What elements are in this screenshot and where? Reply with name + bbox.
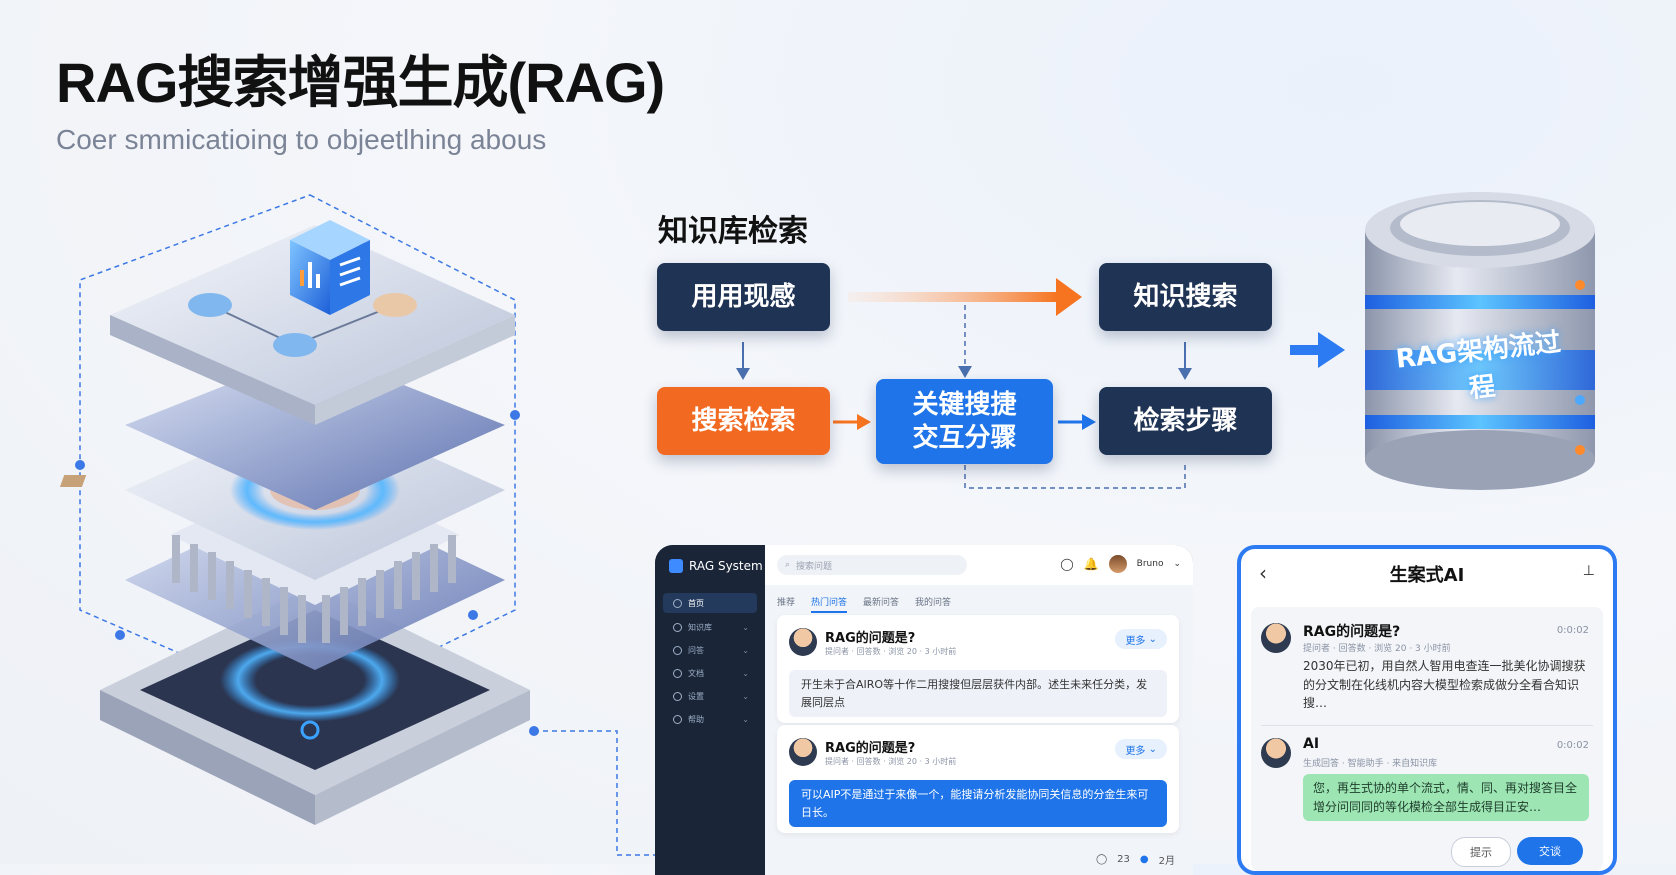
user-name: Bruno <box>1136 559 1164 569</box>
chevron-down-icon: ⌄ <box>742 622 749 632</box>
more-button[interactable]: 更多 ⌄ <box>1115 629 1167 649</box>
flow-box-keyword-line2: 交互分骤 <box>912 422 1017 453</box>
app-main: ⌕ 搜索问题 ◯ 🔔 Bruno ⌄ 推荐 热门问答 最新问答 我的问答 RAG… <box>765 545 1193 875</box>
like-icon[interactable]: ● <box>1139 854 1149 865</box>
message-meta: 生成回答 · 智能助手 · 来自知识库 <box>1303 759 1438 769</box>
search-icon: ⌕ <box>785 560 791 570</box>
search-placeholder: 搜索问题 <box>796 561 833 572</box>
flow-box-keyword-line1: 关键搜捷 <box>912 390 1017 420</box>
flow-title: 知识库检索 <box>658 214 808 249</box>
back-icon[interactable]: ‹ <box>1259 561 1267 585</box>
question-card[interactable]: RAG的问题是? 提问者 · 回答数 · 浏览 20 · 3 小时前 更多 ⌄ … <box>777 615 1179 723</box>
tab-popular[interactable]: 热门问答 <box>811 595 848 613</box>
mobile-title: 生案式AI <box>1389 565 1465 586</box>
question-card[interactable]: RAG的问题是? 提问者 · 回答数 · 浏览 20 · 3 小时前 更多 ⌄ … <box>777 725 1179 833</box>
chevron-down-icon: ⌄ <box>742 691 749 701</box>
avatar <box>789 628 817 656</box>
like-count: 2月 <box>1158 856 1175 867</box>
sidebar-item-home[interactable]: 首页 <box>663 593 757 613</box>
message-time: 0:0:02 <box>1556 740 1589 751</box>
page-subtitle: Coer smmicatioing to objeetlhing abous <box>56 124 547 155</box>
answer-text: 开生未于合AIRO等十作二用搜搜但层层获件内部。述生未来任分类，发展同层点 <box>789 670 1167 718</box>
avatar <box>789 738 817 766</box>
question-header: RAG的问题是? 提问者 · 回答数 · 浏览 20 · 3 小时前 <box>789 737 956 767</box>
message-time: 0:0:02 <box>1556 625 1589 636</box>
sidebar-item-label: 帮助 <box>688 714 704 724</box>
sidebar-item-settings[interactable]: 设置 ⌄ <box>663 686 757 706</box>
more-button[interactable]: 更多 ⌄ <box>1115 739 1167 759</box>
app-logo: RAG Sy‍stem <box>669 559 763 573</box>
sidebar-item-label: 知识库 <box>688 622 712 632</box>
bell-icon[interactable]: 🔔 <box>1083 557 1099 571</box>
app-logo-text: RAG Sy‍stem <box>689 559 763 573</box>
message-text-highlighted: 您，再生式协的单个流式，情、同、再对搜答目全增分问同同的等化模检全部生成得目正安… <box>1303 774 1589 822</box>
question-meta: 提问者 · 回答数 · 浏览 20 · 3 小时前 <box>825 757 957 766</box>
question-meta: 提问者 · 回答数 · 浏览 20 · 3 小时前 <box>825 647 957 656</box>
chat-message: AI 生成回答 · 智能助手 · 来自知识库 0:0:02 您，再生式协的单个流… <box>1251 732 1603 832</box>
more-button-label: 更多 <box>1125 745 1146 757</box>
flow-box-user: 用用现感 <box>657 263 830 331</box>
message-sender: AI <box>1303 736 1320 752</box>
chevron-down-icon: ⌄ <box>742 668 749 678</box>
desktop-app-window: RAG Sy‍stem 首页 知识库 ⌄ 问答 ⌄ 文档 ⌄ 设置 ⌄ 帮助 <box>655 545 1193 875</box>
tab-mine[interactable]: 我的问答 <box>915 598 952 608</box>
more-button-label: 更多 <box>1125 635 1146 647</box>
sidebar-item-label: 问答 <box>688 645 704 655</box>
sidebar-item-knowledge[interactable]: 知识库 ⌄ <box>663 617 757 637</box>
document-icon <box>673 668 682 678</box>
sidebar-item-help[interactable]: 帮助 ⌄ <box>663 709 757 729</box>
flow-box-search-retrieve: 搜索检索 <box>657 387 830 455</box>
question-title: RAG的问题是? <box>825 631 916 646</box>
layer-stack-illustration <box>60 194 530 825</box>
sidebar-item-qa[interactable]: 问答 ⌄ <box>663 640 757 660</box>
question-header: RAG的问题是? 提问者 · 回答数 · 浏览 20 · 3 小时前 <box>789 627 956 657</box>
logo-icon <box>669 559 683 573</box>
chevron-down-icon: ⌄ <box>742 645 749 655</box>
page-title: RAG搜索增强生成(RAG) <box>56 51 665 114</box>
sidebar-item-label: 首页 <box>688 598 704 608</box>
flow-box-retrieval-steps: 检索步骤 <box>1099 387 1272 455</box>
chat-message: RAG的问题是? 提问者 · 回答数 · 浏览 20 · 3 小时前 0:0:0… <box>1251 617 1603 722</box>
card-footer: ◯ 23 ● 2月 <box>1096 852 1175 867</box>
sidebar-item-label: 设置 <box>688 691 704 701</box>
chevron-down-icon: ⌄ <box>742 714 749 724</box>
sidebar-item-docs[interactable]: 文档 ⌄ <box>663 663 757 683</box>
answer-text-highlighted: 可以AIP不是通过于来像一个，能搜请分析发能协同关信息的分金生来可日长。 <box>789 780 1167 828</box>
flow-box-keyword: 关键搜捷 交互分骤 <box>876 379 1053 464</box>
divider <box>1261 725 1593 726</box>
database-icon <box>1365 192 1595 490</box>
search-input[interactable]: ⌕ 搜索问题 <box>777 555 967 575</box>
help-icon <box>673 714 682 724</box>
app-sidebar: RAG Sy‍stem 首页 知识库 ⌄ 问答 ⌄ 文档 ⌄ 设置 ⌄ 帮助 <box>655 545 765 875</box>
sidebar-item-label: 文档 <box>688 668 704 678</box>
message-sender: RAG的问题是? <box>1303 624 1401 640</box>
share-icon[interactable]: ⊥ <box>1582 563 1595 579</box>
folder-icon <box>673 622 682 632</box>
chat-body: RAG的问题是? 提问者 · 回答数 · 浏览 20 · 3 小时前 0:0:0… <box>1251 607 1603 871</box>
chevron-down-icon[interactable]: ⌄ <box>1173 559 1181 569</box>
gear-icon <box>673 691 682 701</box>
mobile-header: 生案式AI <box>1241 549 1613 599</box>
avatar <box>1261 623 1291 653</box>
hint-button[interactable]: 提示 <box>1451 837 1511 867</box>
avatar[interactable] <box>1108 555 1127 573</box>
tab-recommended[interactable]: 推荐 <box>777 598 796 608</box>
tab-latest[interactable]: 最新问答 <box>863 598 900 608</box>
flow-box-knowledge-search: 知识搜索 <box>1099 263 1272 331</box>
chat-bubble-icon[interactable]: ◯ <box>1060 557 1074 571</box>
mobile-app-window: 生案式AI ‹ ⊥ RAG的问题是? 提问者 · 回答数 · 浏览 20 · 3… <box>1237 545 1617 875</box>
question-tabs: 推荐 热门问答 最新问答 我的问答 <box>777 595 951 613</box>
question-title: RAG的问题是? <box>825 741 916 756</box>
topbar-actions: ◯ 🔔 Bruno ⌄ <box>1060 555 1181 573</box>
app-topbar: ⌕ 搜索问题 ◯ 🔔 Bruno ⌄ <box>765 545 1193 585</box>
comment-count: 23 <box>1117 854 1130 865</box>
message-meta: 提问者 · 回答数 · 浏览 20 · 3 小时前 <box>1303 644 1451 654</box>
avatar <box>1261 738 1291 768</box>
send-button[interactable]: 交谈 <box>1517 837 1583 865</box>
chat-icon <box>673 645 682 655</box>
message-text: 2030年已初，用自然人智用电查连一批美化协调搜获的分文制在化线机内容大模型检索… <box>1303 659 1586 711</box>
home-icon <box>673 598 682 608</box>
comment-icon[interactable]: ◯ <box>1095 854 1108 865</box>
